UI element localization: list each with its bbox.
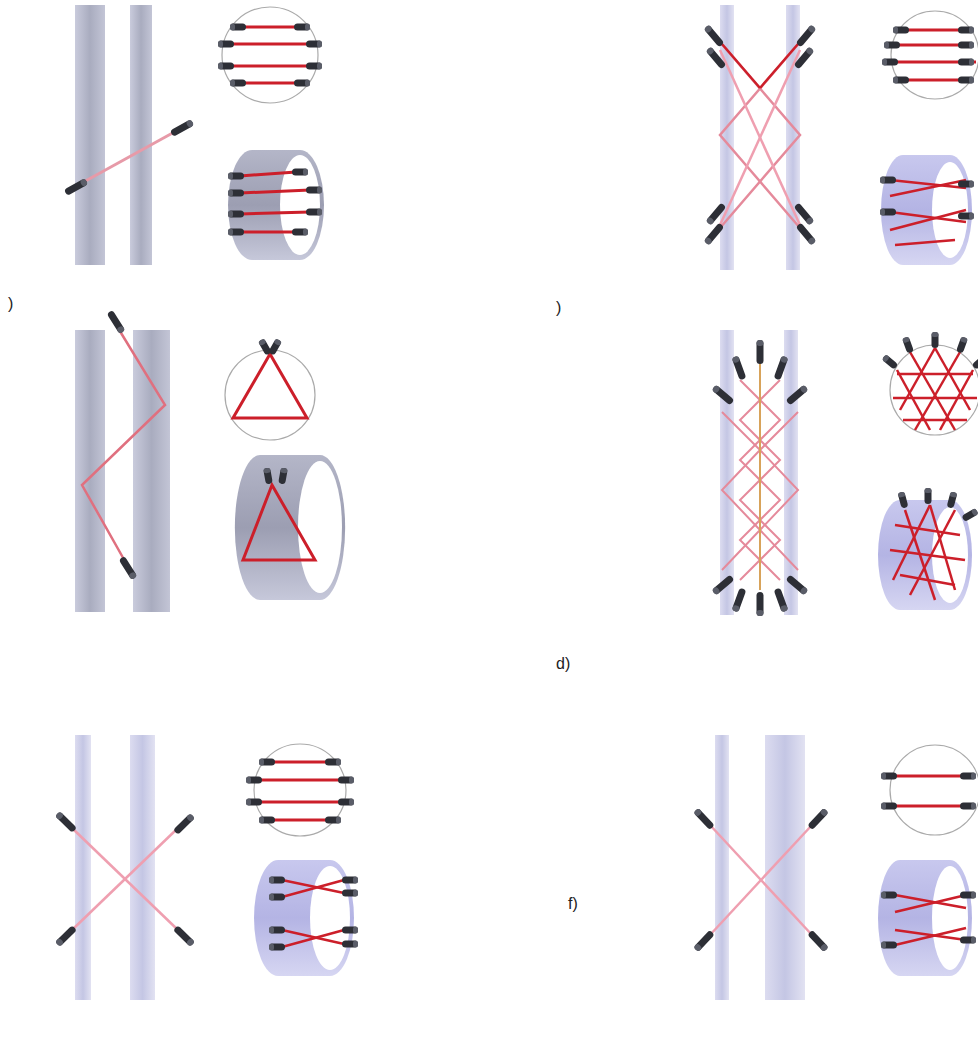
panel-label: d) xyxy=(556,656,570,672)
panel-label: ) xyxy=(8,296,13,312)
panel-label: ) xyxy=(556,300,561,316)
panel-label: f) xyxy=(568,896,578,912)
